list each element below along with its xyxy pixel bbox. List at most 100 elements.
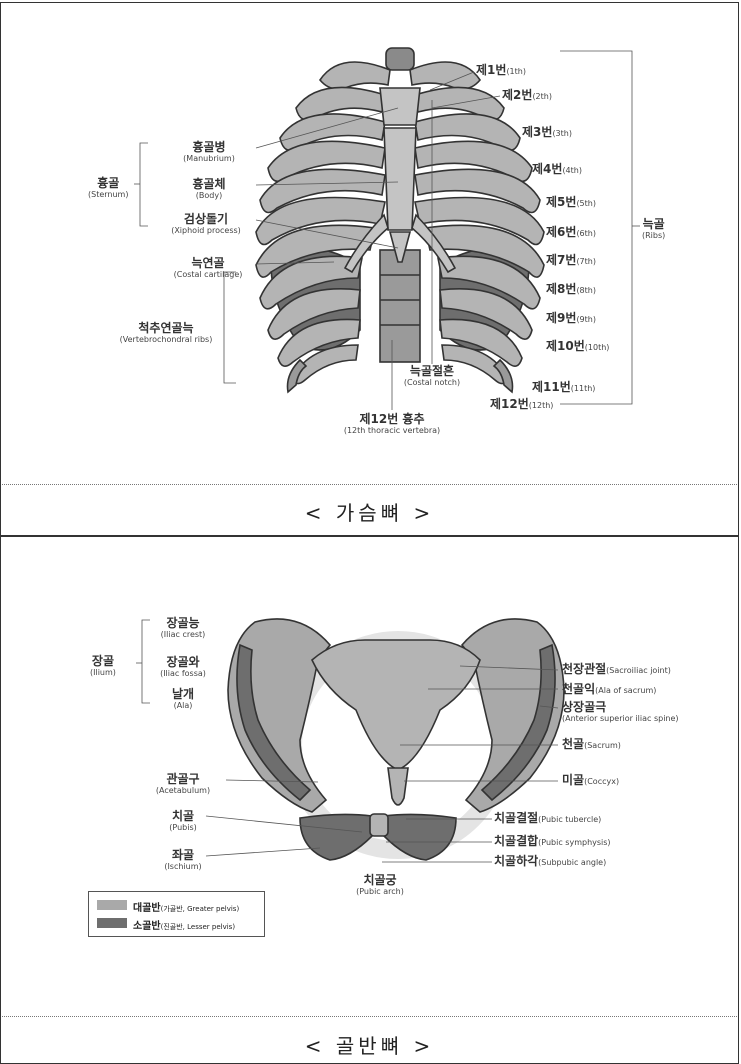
acetabulum-ko: 관골구 bbox=[166, 772, 200, 786]
pubic-symphysis-ko: 치골결합 bbox=[494, 834, 539, 848]
rib-12-ko: 제12번 bbox=[490, 397, 529, 411]
legend-greater-ko: 대골반 bbox=[133, 903, 161, 914]
xiphoid-bone bbox=[388, 231, 412, 263]
sacrum-en: (Sacrum) bbox=[584, 741, 621, 750]
asis-en: (Anterior superior iliac spine) bbox=[562, 714, 679, 723]
costal-cartilage-right bbox=[411, 213, 457, 274]
rib-left-7 bbox=[255, 224, 376, 278]
rib-right-9 bbox=[439, 288, 533, 340]
rib-5-ko: 제5번 bbox=[546, 195, 577, 209]
label-ribs-group: 늑골(Ribs) bbox=[642, 218, 665, 241]
pelvis-legend: 대골반(가골반, Greater pelvis) 소골반(진골반, Lesser… bbox=[88, 891, 265, 937]
ribcage-panel bbox=[0, 2, 739, 536]
label-iliac-crest: 장골능(Iliac crest) bbox=[152, 617, 214, 640]
label-rib-6: 제6번(6th) bbox=[546, 226, 596, 240]
label-xiphoid: 검상돌기(Xiphoid process) bbox=[158, 213, 254, 236]
ilium-ko: 장골 bbox=[91, 654, 114, 668]
rib-1-en: (1th) bbox=[506, 67, 526, 76]
label-pubic-tubercle: 치골결절(Pubic tubercle) bbox=[494, 812, 601, 826]
pubic-tubercle-en: (Pubic tubercle) bbox=[538, 815, 602, 824]
vertebrochondral-bracket bbox=[223, 271, 236, 384]
ischium-ko: 좌골 bbox=[171, 848, 195, 862]
pubis-right bbox=[383, 813, 457, 861]
subpubic-angle-ko: 치골하각 bbox=[494, 854, 539, 868]
acetabulum-en: (Acetabulum) bbox=[155, 786, 211, 795]
rib-right-6 bbox=[414, 196, 545, 246]
legend-lesser-en: (진골반, Lesser pelvis) bbox=[160, 923, 236, 931]
spine-column bbox=[379, 249, 421, 363]
pelvis-caption: < 골반뼈 > bbox=[304, 1034, 435, 1058]
label-rib-9: 제9번(9th) bbox=[546, 312, 596, 326]
label-pubic-symphysis: 치골결합(Pubic symphysis) bbox=[494, 835, 611, 849]
rib-right-8 bbox=[437, 255, 541, 310]
pubic-symphysis-bone bbox=[369, 813, 389, 837]
label-costal-cartilage: 늑연골(Costal cartilage) bbox=[160, 257, 256, 280]
label-sternum: 흉골(Sternum) bbox=[88, 177, 128, 200]
sternum-bracket bbox=[139, 142, 148, 227]
pubis-ko: 치골 bbox=[171, 809, 195, 823]
label-sacrum: 천골(Sacrum) bbox=[562, 738, 621, 752]
pubic-arch-ko: 치골궁 bbox=[363, 873, 397, 887]
ribs-group-ko: 늑골 bbox=[642, 217, 665, 231]
label-rib-1: 제1번(1th) bbox=[476, 64, 526, 78]
asis-ko: 상장골극 bbox=[562, 700, 607, 714]
ala-sacrum-ko: 천골익 bbox=[562, 682, 596, 696]
leader-body bbox=[255, 181, 399, 186]
rib-8-en: (8th) bbox=[576, 286, 596, 295]
rib-9-ko: 제9번 bbox=[546, 311, 577, 325]
rib-7-en: (7th) bbox=[576, 257, 596, 266]
rib-left-12 bbox=[286, 358, 308, 394]
sacroiliac-en: (Sacroiliac joint) bbox=[606, 666, 671, 675]
rib-11-ko: 제11번 bbox=[532, 380, 571, 394]
xiphoid-en: (Xiphoid process) bbox=[171, 226, 241, 235]
leader-costal-cartilage bbox=[255, 261, 335, 265]
label-rib-8: 제8번(8th) bbox=[546, 283, 596, 297]
rib-left-3 bbox=[279, 113, 386, 152]
rib-1-ko: 제1번 bbox=[476, 63, 507, 77]
rib-left-2 bbox=[295, 86, 386, 121]
rib-right-2 bbox=[414, 86, 505, 121]
rib-2-ko: 제2번 bbox=[502, 88, 533, 102]
rib-right-7 bbox=[424, 224, 545, 278]
costal-cartilage-ko: 늑연골 bbox=[191, 256, 225, 270]
rib-10-en: (10th) bbox=[584, 343, 610, 352]
vertebrochondral-en: (Vertebrochondral ribs) bbox=[119, 335, 213, 344]
label-rib-10: 제10번(10th) bbox=[546, 340, 609, 354]
pubis-en: (Pubis) bbox=[169, 823, 197, 832]
iliac-fossa-en: (Iliac fossa) bbox=[160, 669, 206, 678]
rib-7-ko: 제7번 bbox=[546, 253, 577, 267]
body-en: (Body) bbox=[195, 191, 223, 200]
label-rib-5: 제5번(5th) bbox=[546, 196, 596, 210]
label-rib-4: 제4번(4th) bbox=[532, 163, 582, 177]
ilium-bracket bbox=[141, 619, 150, 704]
label-costal-notch: 늑골절흔(Costal notch) bbox=[396, 365, 468, 388]
ribcage-caption: < 가슴뼈 > bbox=[304, 501, 435, 525]
rib-6-en: (6th) bbox=[576, 229, 596, 238]
ribcage-left-leaders bbox=[134, 107, 399, 384]
rib-3-en: (3th) bbox=[552, 129, 572, 138]
t12-en: (12th thoracic vertebra) bbox=[343, 426, 441, 435]
rib-right-3 bbox=[414, 113, 521, 152]
label-vertebrochondral: 척추연골늑(Vertebrochondral ribs) bbox=[108, 322, 224, 345]
manubrium-ko: 흉골병 bbox=[192, 140, 226, 154]
t12-ko: 제12번 흉추 bbox=[359, 412, 425, 426]
sternum-body-bone bbox=[383, 127, 417, 231]
ribs-group-en: (Ribs) bbox=[642, 231, 666, 240]
rib-left-5 bbox=[259, 168, 386, 214]
iliac-crest-en: (Iliac crest) bbox=[160, 630, 206, 639]
label-sacroiliac: 천장관절(Sacroiliac joint) bbox=[562, 663, 671, 677]
ilium-right-lesser bbox=[480, 643, 556, 802]
subpubic-angle-en: (Subpubic angle) bbox=[538, 858, 607, 867]
rib-left-1 bbox=[319, 61, 391, 90]
leader-sacroiliac bbox=[459, 665, 559, 671]
label-rib-3: 제3번(3th) bbox=[522, 126, 572, 140]
leader-asis bbox=[539, 705, 559, 709]
legend-label-lesser: 소골반(진골반, Lesser pelvis) bbox=[133, 917, 235, 932]
costal-notch-ko: 늑골절흔 bbox=[409, 364, 455, 378]
manubrium-en: (Manubrium) bbox=[183, 154, 235, 163]
rib-right-10 bbox=[439, 318, 523, 367]
rib-right-1 bbox=[409, 61, 481, 90]
leader-acetabulum bbox=[225, 779, 319, 783]
label-coccyx: 미골(Coccyx) bbox=[562, 774, 619, 788]
coccyx-ko: 미골 bbox=[562, 773, 585, 787]
